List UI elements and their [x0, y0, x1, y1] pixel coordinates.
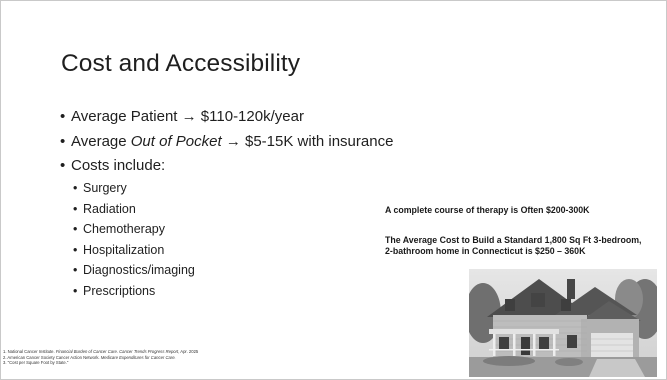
arrow-icon: → — [181, 108, 197, 125]
list-item: •Radiation — [73, 201, 136, 216]
list-item: •Prescriptions — [73, 283, 156, 298]
slide-title: Cost and Accessibility — [61, 50, 301, 77]
list-item: •Diagnostics/imaging — [73, 263, 195, 278]
bullet-text-pre: Average Patient — [71, 108, 182, 125]
list-item: •Chemotherapy — [73, 222, 165, 237]
arrow-icon: → — [225, 132, 241, 150]
footnote-3: 3. "Cost per Square Foot by State." — [3, 360, 69, 366]
list-item: •Surgery — [73, 181, 127, 195]
therapy-cost-callout: A complete course of therapy is Often $2… — [385, 205, 590, 215]
bullet-text-post: $5-15K with insurance — [240, 132, 394, 150]
list-item: •Hospitalization — [73, 242, 165, 257]
bullet-text: Costs include: — [71, 157, 166, 174]
house-illustration — [469, 269, 657, 377]
footnote-2: 2. American Cancer Society Cancer Action… — [3, 354, 176, 360]
bullet-costs-include: •Costs include: •Surgery •Radiation •Che… — [60, 156, 393, 302]
bullet-text-post: $110-120k/year — [196, 108, 304, 125]
footnote-1: 1. National Cancer Institute. Financial … — [3, 349, 199, 354]
cost-items-list: •Surgery •Radiation •Chemotherapy •Hospi… — [60, 178, 393, 302]
bullet-average-patient: •Average Patient → $110-120k/year — [60, 108, 304, 125]
bullet-emphasis: Out of Pocket — [130, 132, 222, 150]
bullet-out-of-pocket: •Average Out of Pocket → $5-15K with ins… — [60, 132, 394, 150]
bullet-text-pre: Average — [71, 132, 131, 150]
footnotes: 1. National Cancer Institute. Financial … — [3, 349, 198, 366]
home-cost-callout: The Average Cost to Build a Standard 1,8… — [385, 235, 642, 257]
bullet-list: •Average Patient → $110-120k/year •Avera… — [60, 107, 393, 306]
house-photo-icon — [469, 269, 657, 377]
